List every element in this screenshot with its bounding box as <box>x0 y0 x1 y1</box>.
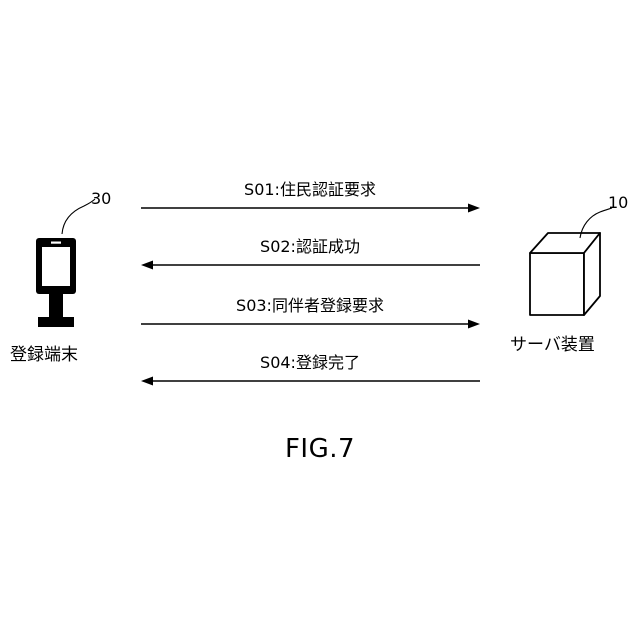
message-s03-label: S03:同伴者登録要求 <box>140 296 480 316</box>
message-s02-label: S02:認証成功 <box>140 237 480 257</box>
server-box-icon <box>530 233 600 315</box>
ref-number-30: 30 <box>91 190 111 208</box>
message-s01-label: S01:住民認証要求 <box>140 180 480 200</box>
kiosk-terminal-icon <box>36 238 76 327</box>
ref-number-10: 10 <box>608 194 628 212</box>
arrow-s03 <box>141 320 480 329</box>
server-device-label: サーバ装置 <box>510 335 595 355</box>
message-s04-label: S04:登録完了 <box>140 353 480 373</box>
arrow-s02 <box>141 261 480 270</box>
arrow-s01 <box>141 204 480 213</box>
figure-caption: FIG.7 <box>0 434 640 464</box>
arrow-s04 <box>141 377 480 386</box>
registration-terminal-label: 登録端末 <box>10 345 78 365</box>
